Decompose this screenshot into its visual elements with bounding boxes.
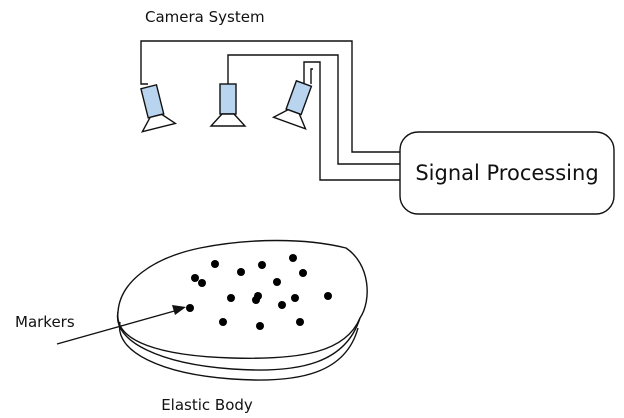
elastic-body-label: Elastic Body [161, 396, 253, 414]
camera-system-label: Camera System [145, 8, 265, 26]
marker-dot [256, 322, 264, 330]
cable-camera-1 [140, 40, 400, 153]
marker-dot [198, 279, 206, 287]
marker-dot [273, 278, 281, 286]
marker-dot [252, 296, 260, 304]
cable-camera-3-inner [310, 68, 313, 84]
marker-dot [211, 260, 219, 268]
markers-arrow-line [56, 309, 179, 345]
marker-dots [186, 254, 332, 330]
marker-dot [191, 274, 199, 282]
cable-camera-3 [303, 61, 400, 181]
signal-processing-box [399, 131, 615, 215]
marker-dot [291, 294, 299, 302]
elastic-body [116, 239, 368, 381]
marker-dot [237, 268, 245, 276]
marker-dot [186, 304, 194, 312]
elastic-body-bottom-layer [118, 321, 359, 381]
signal-processing-label: Signal Processing [415, 161, 598, 185]
marker-dot [289, 254, 297, 262]
elastic-body-middle-layer [116, 311, 361, 371]
camera-cables [140, 40, 400, 181]
marker-dot [299, 269, 307, 277]
marker-dot [278, 301, 286, 309]
markers-arrowhead [172, 305, 186, 315]
camera-1-icon [140, 83, 178, 133]
camera-3-icon [271, 79, 313, 131]
marker-dot [296, 318, 304, 326]
camera-2-icon [209, 83, 247, 127]
marker-dot [227, 294, 235, 302]
cable-camera-2 [227, 54, 400, 165]
marker-dot [324, 292, 332, 300]
marker-dot [258, 261, 266, 269]
marker-dot [219, 318, 227, 326]
elastic-body-top-surface [117, 239, 368, 359]
markers-label: Markers [15, 313, 75, 331]
